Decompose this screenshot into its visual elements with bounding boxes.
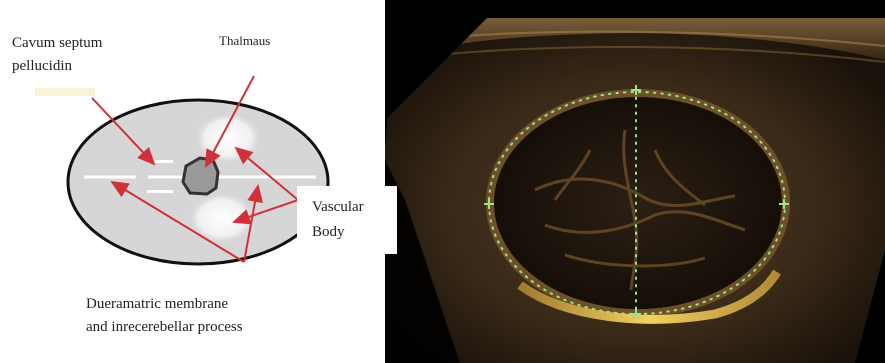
faded-strip: [35, 88, 95, 96]
midline-gap: [136, 175, 148, 180]
label-thalmaus: Thalmaus: [219, 30, 270, 51]
ultrasound-image: [385, 0, 885, 363]
label-cavum-line2: pellucidin: [12, 56, 72, 77]
label-dura-line2: and inrecerebellar process: [86, 317, 243, 338]
skull-echo: [490, 93, 786, 313]
label-vascular-line2: Body: [312, 222, 345, 243]
ultrasound-panel: [385, 0, 885, 363]
vascular-glow-upper: [194, 112, 262, 164]
schematic-panel: Cavum septum pellucidin Thalmaus Duerama…: [0, 0, 385, 363]
label-vascular-line1: Vascular: [312, 197, 364, 218]
label-dura-line1: Dueramatric membrane: [86, 294, 228, 315]
cavum-dash-lower: [147, 190, 173, 193]
label-cavum-line1: Cavum septum: [12, 33, 102, 54]
thalamus-shape: [183, 158, 218, 194]
